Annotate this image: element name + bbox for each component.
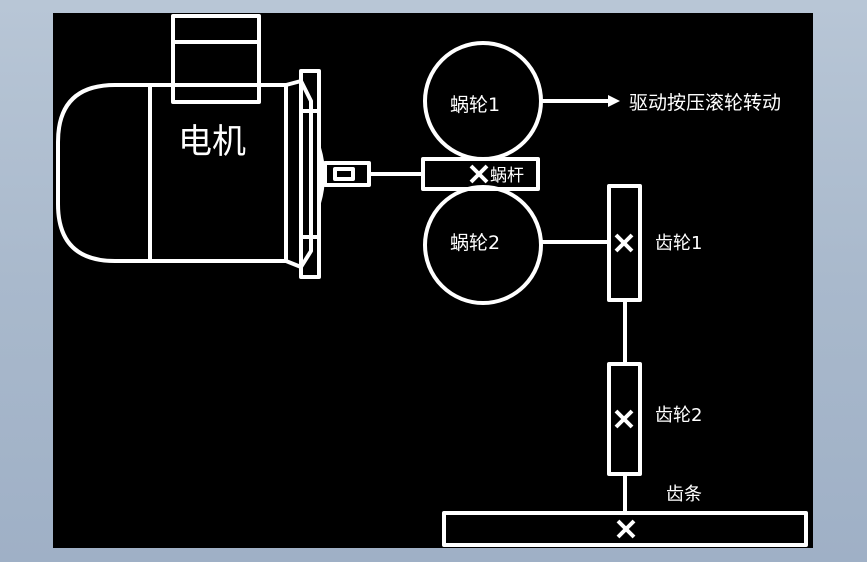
rack [442, 511, 808, 547]
drive-arrow-head [608, 95, 620, 107]
motor [56, 14, 423, 279]
gear-1-label: 齿轮1 [655, 233, 702, 254]
motor-body [56, 83, 288, 263]
worm [421, 157, 540, 191]
worm-wheel-1-label: 蜗轮1 [450, 94, 500, 116]
motor-label: 电机 [178, 122, 246, 162]
motor-shaft [323, 161, 371, 187]
motor-terminal-box [171, 14, 261, 104]
worm-label: 蜗杆 [490, 166, 524, 186]
motor-flange [284, 79, 313, 269]
worm-wheel-2-label: 蜗轮2 [450, 232, 500, 254]
gear-2-label: 齿轮2 [655, 405, 702, 426]
drive-label: 驱动按压滚轮转动 [629, 92, 781, 114]
rack-label: 齿条 [666, 484, 702, 505]
diagram-canvas: 电机 蜗轮1 蜗轮2 蜗杆 驱动按压滚轮转动 齿轮1 齿轮2 齿条 [53, 13, 813, 548]
